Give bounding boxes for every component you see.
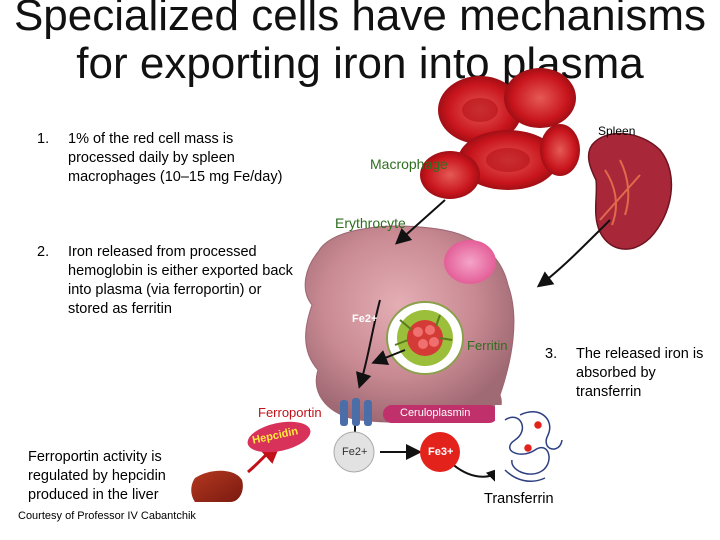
label-ferroportin: Ferroportin — [258, 405, 322, 420]
step-1: 1. 1% of the red cell mass is processed … — [37, 130, 287, 187]
step-3-number: 3. — [545, 346, 558, 362]
label-transferrin: Transferrin — [484, 491, 554, 507]
step-3-text: The released iron is absorbed by transfe… — [576, 346, 704, 400]
transferrin-protein — [495, 405, 565, 485]
step-2-number: 2. — [37, 244, 50, 260]
fe2-circle — [333, 431, 375, 473]
step-1-text: 1% of the red cell mass is processed dai… — [68, 131, 283, 185]
label-fe2-out: Fe2+ — [342, 446, 368, 458]
label-fe-inside: Fe2+ — [352, 313, 378, 325]
red-blood-cells — [420, 68, 580, 199]
ferroportin-channel — [340, 398, 372, 426]
erythrocyte-uptake-arrow — [395, 199, 446, 245]
fe-to-ferroportin-arrow — [356, 299, 381, 389]
transferrin-binding-arrow — [449, 461, 503, 485]
label-erythrocyte: Erythrocyte — [335, 215, 406, 231]
step-2-text: Iron released from processed hemoglobin … — [68, 244, 293, 317]
step-3: 3. The released iron is absorbed by tran… — [545, 345, 705, 402]
step-1-number: 1. — [37, 131, 50, 147]
label-ceruloplasmin: Ceruloplasmin — [400, 407, 471, 419]
hepcidin-blob — [247, 421, 311, 453]
ferritin-vesicle — [386, 301, 464, 375]
macrophage-nucleus — [444, 240, 496, 284]
slide-title: Specialized cells have mechanisms for ex… — [13, 0, 707, 88]
spleen-arrow — [536, 219, 611, 288]
label-fe3-out: Fe3+ — [428, 446, 454, 458]
label-ferritin: Ferritin — [467, 338, 508, 353]
label-spleen: Spleen — [598, 124, 636, 138]
image-credit: Courtesy of Professor IV Cabantchik — [18, 510, 196, 522]
fe3-circle — [420, 432, 460, 472]
spleen-organ — [587, 132, 673, 250]
ferritin-release-arrow — [371, 349, 406, 365]
step-2: 2. Iron released from processed hemoglob… — [37, 243, 302, 319]
liver-organ — [191, 470, 243, 502]
ceruloplasmin-bar — [383, 405, 498, 423]
label-macrophage: Macrophage — [370, 156, 448, 172]
regulation-note: Ferroportin activity is regulated by hep… — [28, 449, 166, 503]
